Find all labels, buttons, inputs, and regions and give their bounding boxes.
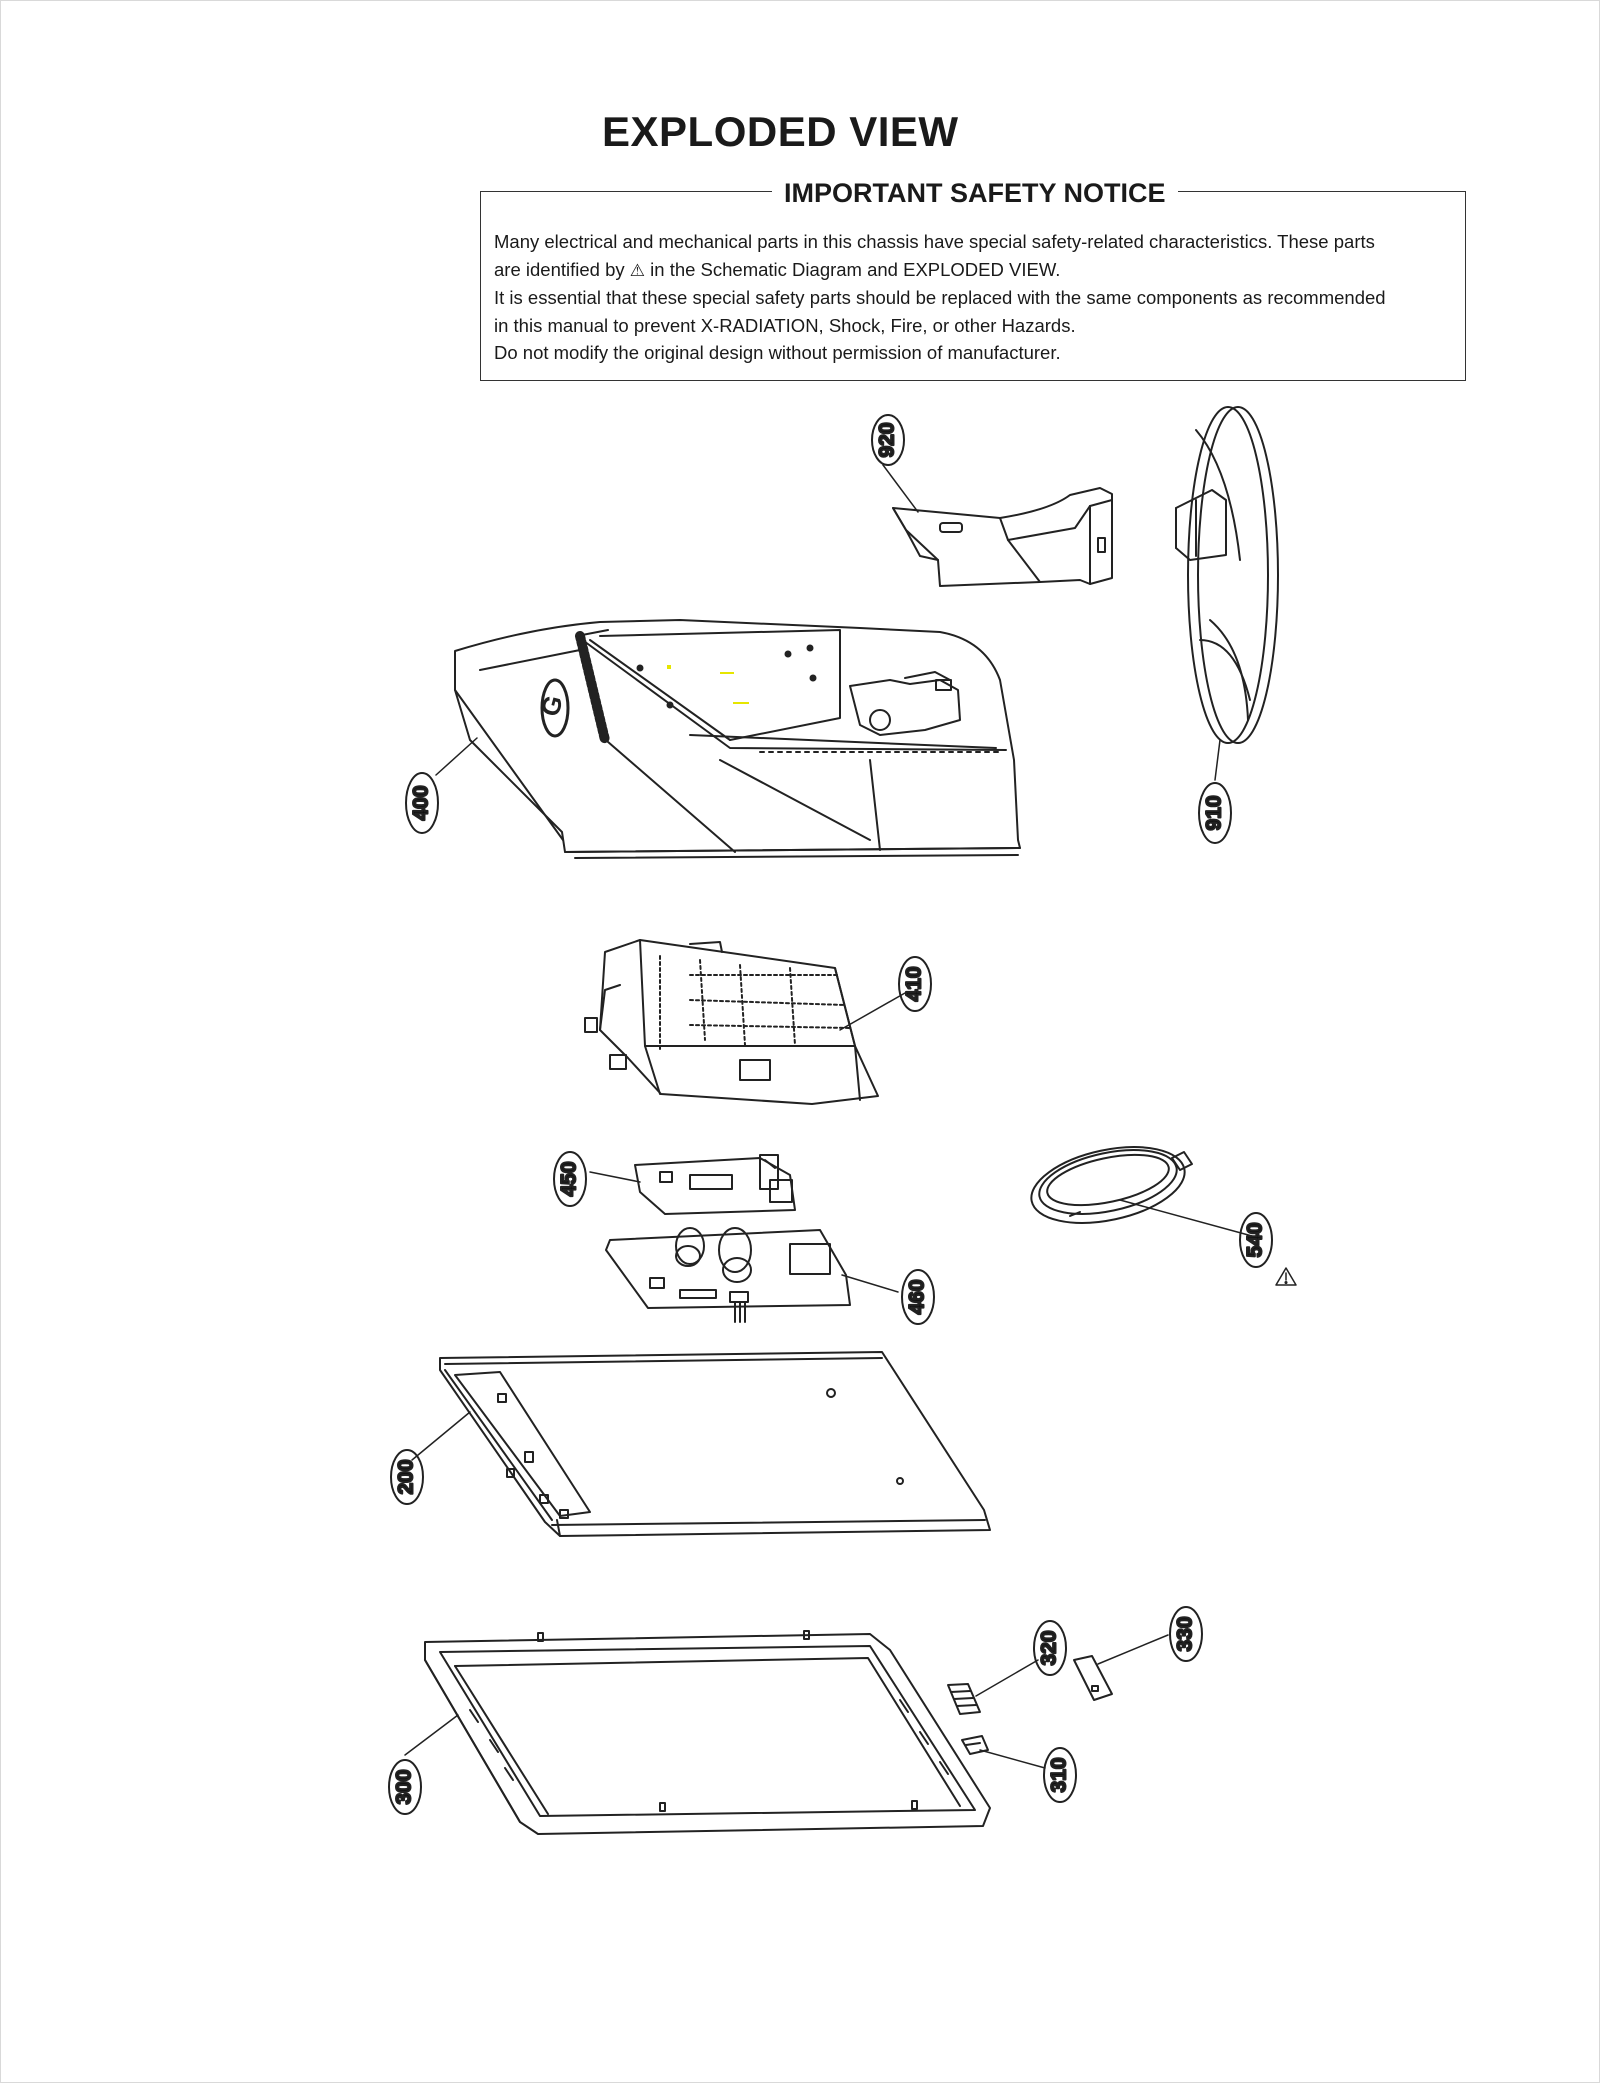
callout-200: 200 — [390, 1449, 424, 1505]
callout-540: 540 — [1239, 1212, 1273, 1268]
front-bezel-drawing — [424, 1630, 991, 1835]
callout-400: 400 — [405, 772, 439, 834]
callout-460: 460 — [901, 1269, 935, 1325]
stand-neck-drawing — [892, 487, 1113, 587]
callout-label-460: 460 — [906, 1279, 929, 1314]
notice-line-3: It is essential that these special safet… — [494, 287, 1386, 308]
callout-label-920: 920 — [876, 422, 899, 457]
callout-label-540: 540 — [1244, 1222, 1267, 1257]
svg-text:G: G — [535, 692, 569, 719]
callout-label-300: 300 — [393, 1769, 416, 1804]
notice-line-2-pre: are identified by — [494, 258, 625, 280]
lcd-panel-drawing — [439, 1351, 991, 1537]
main-board-shield-drawing — [584, 939, 879, 1105]
callout-label-310: 310 — [1048, 1757, 1071, 1792]
warning-triangle-icon: ⚠ — [629, 260, 646, 280]
callout-410: 410 — [898, 956, 932, 1012]
callout-label-400: 400 — [410, 785, 433, 820]
stand-base-drawing — [1175, 406, 1279, 744]
callout-450: 450 — [553, 1151, 587, 1207]
back-cover-drawing: G — [454, 619, 1021, 859]
callout-330: 330 — [1169, 1606, 1203, 1662]
key-board-drawing — [1073, 1655, 1113, 1701]
page-title: EXPLODED VIEW — [602, 108, 959, 155]
notice-line-1: Many electrical and mechanical parts in … — [494, 231, 1375, 252]
button-keys-drawing — [947, 1683, 981, 1715]
callout-label-330: 330 — [1174, 1616, 1197, 1651]
callout-310: 310 — [1043, 1747, 1077, 1803]
power-board-drawing — [605, 1227, 851, 1323]
notice-line-2-post: in the Schematic Diagram and EXPLODED VI… — [650, 258, 1061, 280]
callout-label-410: 410 — [903, 966, 926, 1001]
safety-notice-body: Many electrical and mechanical parts in … — [494, 228, 1452, 367]
safety-warning-icon — [1275, 1267, 1297, 1286]
callout-300: 300 — [388, 1759, 422, 1815]
callout-920: 920 — [871, 414, 905, 466]
callout-320: 320 — [1033, 1620, 1067, 1676]
callout-label-200: 200 — [395, 1459, 418, 1494]
safety-notice-heading: IMPORTANT SAFETY NOTICE — [772, 178, 1178, 209]
leader-lines — [404, 464, 1253, 1769]
notice-line-4: in this manual to prevent X-RADIATION, S… — [494, 314, 1076, 336]
callout-910: 910 — [1198, 782, 1232, 844]
power-cord-drawing — [1030, 1146, 1193, 1224]
callout-label-450: 450 — [558, 1161, 581, 1196]
callout-label-320: 320 — [1038, 1630, 1061, 1665]
notice-line-5: Do not modify the original design withou… — [494, 342, 1061, 363]
notice-line-2: are identified by ⚠ in the Schematic Dia… — [494, 256, 1452, 285]
callout-label-910: 910 — [1203, 795, 1226, 830]
led-lens-drawing — [961, 1735, 989, 1755]
control-board-drawing — [634, 1154, 796, 1215]
